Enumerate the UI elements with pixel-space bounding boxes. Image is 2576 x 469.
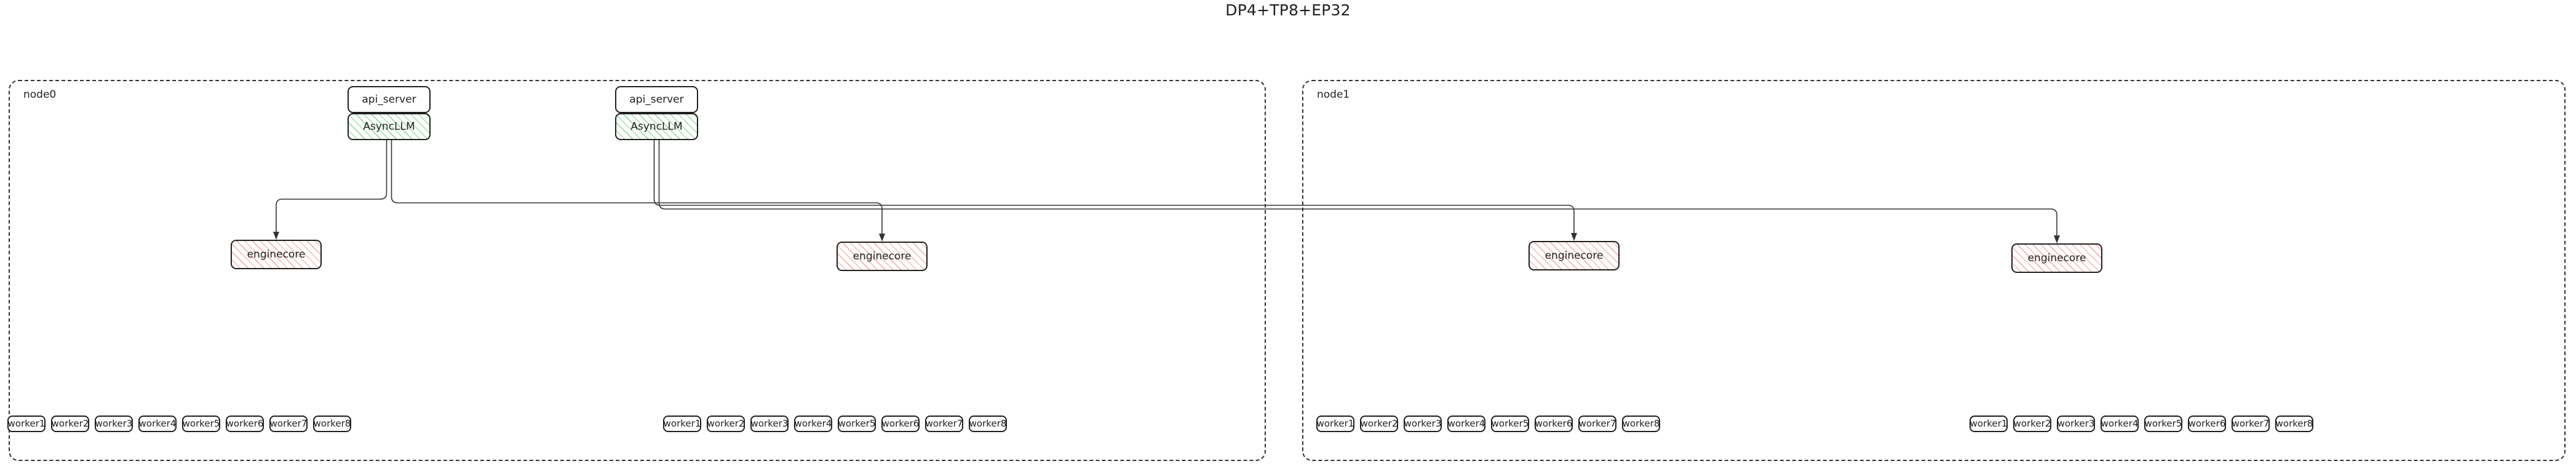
node0-g0-worker2[interactable]: worker2	[51, 416, 89, 432]
node1-g0-worker2-label: worker2	[1360, 418, 1398, 429]
node1-g0-worker1[interactable]: worker1	[1316, 416, 1354, 432]
node0-asyncllm-0-label: AsyncLLM	[363, 120, 415, 133]
node0-g0-worker7-label: worker7	[269, 418, 308, 429]
node1-enginecore-0[interactable]: enginecore	[1529, 241, 1620, 270]
node0-enginecore-1[interactable]: enginecore	[837, 242, 928, 271]
node0-g0-worker5-label: worker5	[182, 418, 220, 429]
node1-g0-worker6[interactable]: worker6	[1535, 416, 1573, 432]
node0-g0-worker5[interactable]: worker5	[182, 416, 220, 432]
node0-enginecore-1-label: enginecore	[853, 250, 912, 262]
node-label-node1: node1	[1317, 89, 1350, 101]
node0-g1-worker6-label: worker6	[881, 418, 920, 429]
node1-g0-worker7-label: worker7	[1578, 418, 1616, 429]
node1-g1-worker8[interactable]: worker8	[2275, 416, 2313, 432]
node1-g0-worker8[interactable]: worker8	[1622, 416, 1660, 432]
node0-g1-worker3-label: worker3	[750, 418, 789, 429]
page-title: DP4+TP8+EP32	[1225, 1, 1351, 19]
node1-g1-worker1-label: worker1	[1970, 418, 2008, 429]
node0-g0-worker6[interactable]: worker6	[226, 416, 264, 432]
node1-g1-worker8-label: worker8	[2275, 418, 2313, 429]
node1-g1-worker2[interactable]: worker2	[2013, 416, 2051, 432]
node1-g0-worker4[interactable]: worker4	[1447, 416, 1485, 432]
node0-g1-worker5[interactable]: worker5	[838, 416, 876, 432]
node1-g1-worker4[interactable]: worker4	[2101, 416, 2139, 432]
node1-g1-worker3-label: worker3	[2057, 418, 2095, 429]
node1-g1-worker7-label: worker7	[2232, 418, 2270, 429]
node0-g0-worker3-label: worker3	[95, 418, 133, 429]
node0-g0-worker3[interactable]: worker3	[95, 416, 133, 432]
node1-g0-worker5-label: worker5	[1491, 418, 1529, 429]
node1-g0-worker6-label: worker6	[1535, 418, 1573, 429]
node0-g1-worker2[interactable]: worker2	[707, 416, 745, 432]
node1-g1-worker3[interactable]: worker3	[2057, 416, 2095, 432]
node0-g1-worker7[interactable]: worker7	[925, 416, 963, 432]
node1-g0-worker2[interactable]: worker2	[1360, 416, 1398, 432]
node0-g1-worker3[interactable]: worker3	[750, 416, 789, 432]
node1-g0-worker1-label: worker1	[1316, 418, 1354, 429]
node1-enginecore-1-label: enginecore	[2027, 251, 2086, 264]
node-cluster-node0: node0	[9, 80, 1266, 461]
node0-g0-worker8[interactable]: worker8	[313, 416, 351, 432]
node1-g1-worker7[interactable]: worker7	[2232, 416, 2270, 432]
node0-enginecore-0[interactable]: enginecore	[231, 240, 322, 269]
node1-g1-worker6-label: worker6	[2188, 418, 2226, 429]
node1-g0-worker4-label: worker4	[1447, 418, 1485, 429]
node0-api-server-1-label: api_server	[629, 93, 684, 106]
node0-g1-worker1-label: worker1	[663, 418, 701, 429]
node1-g1-worker6[interactable]: worker6	[2188, 416, 2226, 432]
node-label-node0: node0	[23, 89, 57, 101]
node0-enginecore-0-label: enginecore	[247, 248, 306, 261]
node0-asyncllm-1[interactable]: AsyncLLM	[615, 113, 698, 140]
node1-enginecore-1[interactable]: enginecore	[2011, 243, 2102, 273]
node0-g1-worker8-label: worker8	[969, 418, 1007, 429]
node0-g1-worker7-label: worker7	[925, 418, 963, 429]
node0-api-server-0[interactable]: api_server	[348, 86, 431, 113]
node0-g1-worker4-label: worker4	[794, 418, 832, 429]
node0-g0-worker4[interactable]: worker4	[138, 416, 177, 432]
node1-g1-worker4-label: worker4	[2101, 418, 2139, 429]
node0-api-server-0-label: api_server	[362, 93, 416, 106]
node0-g1-worker5-label: worker5	[838, 418, 876, 429]
node0-asyncllm-0[interactable]: AsyncLLM	[348, 113, 431, 140]
node0-g1-worker2-label: worker2	[707, 418, 745, 429]
node0-g1-worker1[interactable]: worker1	[663, 416, 701, 432]
node1-g0-worker3[interactable]: worker3	[1404, 416, 1442, 432]
node1-g0-worker7[interactable]: worker7	[1578, 416, 1616, 432]
node0-g0-worker1[interactable]: worker1	[7, 416, 46, 432]
node1-g0-worker5[interactable]: worker5	[1491, 416, 1529, 432]
node1-g1-worker5[interactable]: worker5	[2144, 416, 2182, 432]
node0-g0-worker4-label: worker4	[138, 418, 177, 429]
node1-g1-worker1[interactable]: worker1	[1970, 416, 2008, 432]
node-cluster-node1: node1	[1302, 80, 2566, 461]
node0-g0-worker1-label: worker1	[7, 418, 46, 429]
node1-g0-worker8-label: worker8	[1622, 418, 1660, 429]
node0-api-server-1[interactable]: api_server	[615, 86, 698, 113]
node1-g1-worker2-label: worker2	[2013, 418, 2051, 429]
node0-g1-worker8[interactable]: worker8	[969, 416, 1007, 432]
node1-enginecore-0-label: enginecore	[1544, 249, 1604, 262]
node0-g0-worker7[interactable]: worker7	[269, 416, 308, 432]
node0-g1-worker6[interactable]: worker6	[881, 416, 920, 432]
node0-asyncllm-1-label: AsyncLLM	[630, 120, 683, 133]
node1-g1-worker5-label: worker5	[2144, 418, 2182, 429]
node0-g0-worker2-label: worker2	[51, 418, 89, 429]
node1-g0-worker3-label: worker3	[1404, 418, 1442, 429]
node0-g0-worker6-label: worker6	[226, 418, 264, 429]
node0-g1-worker4[interactable]: worker4	[794, 416, 832, 432]
node0-g0-worker8-label: worker8	[313, 418, 351, 429]
